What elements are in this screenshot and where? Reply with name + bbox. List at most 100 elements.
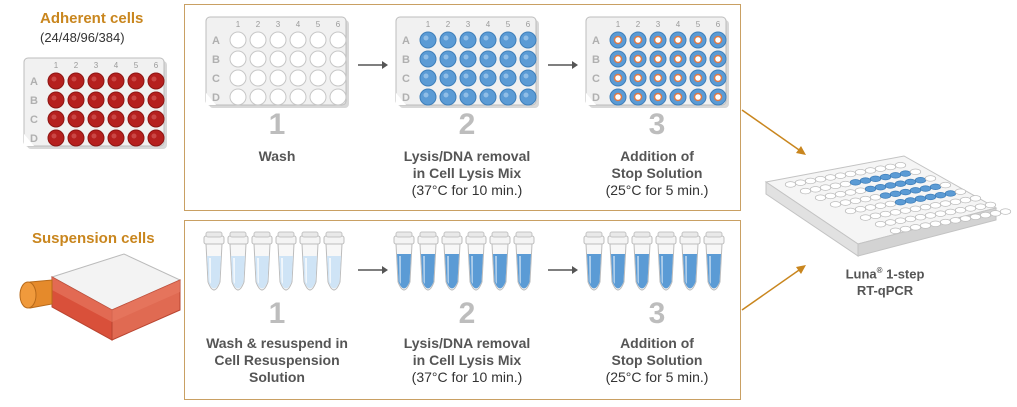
pcr-tube (323, 231, 345, 291)
column-label: 1 (54, 61, 59, 70)
well (289, 69, 307, 87)
column-label: 5 (696, 20, 701, 29)
row-label: D (212, 92, 220, 104)
well (419, 31, 437, 49)
well (904, 178, 917, 186)
well (419, 69, 437, 87)
well (309, 88, 327, 106)
arrow-icon (548, 266, 578, 274)
well (107, 72, 125, 90)
row-label: C (30, 114, 38, 126)
column-label: 3 (466, 20, 471, 29)
well (944, 190, 957, 197)
suspension-workflow-panel (184, 220, 741, 400)
well (884, 219, 897, 226)
row-label: B (212, 54, 220, 66)
well (829, 182, 842, 190)
well (879, 210, 892, 218)
well (944, 208, 957, 216)
well (229, 88, 247, 106)
adherent-step-1-label: Wash (258, 148, 296, 164)
well (439, 88, 457, 106)
well (459, 69, 477, 87)
column-label: 4 (676, 20, 681, 29)
well (909, 224, 922, 231)
pcr-tube (251, 231, 273, 291)
well (67, 91, 85, 109)
column-label: 6 (154, 61, 159, 70)
well (309, 31, 327, 49)
well (854, 205, 867, 213)
well (894, 198, 907, 206)
pcr-tube (441, 231, 463, 291)
well (107, 91, 125, 109)
well (147, 91, 165, 109)
well (814, 175, 827, 183)
well (809, 186, 822, 193)
pcr-tube (679, 231, 701, 291)
well (499, 31, 517, 49)
pcr-tube (583, 231, 605, 291)
well (819, 184, 832, 191)
well (87, 129, 105, 147)
arrow-to-qpcr-icon (741, 109, 806, 155)
well (519, 31, 537, 49)
suspension-step-1-label: Wash & resuspend in Cell Resuspension So… (206, 335, 348, 385)
well (784, 181, 797, 188)
wash-tube-strip (203, 231, 345, 291)
well (949, 198, 962, 206)
well (47, 72, 65, 90)
well (439, 31, 457, 49)
well (67, 72, 85, 90)
well (229, 31, 247, 49)
well (919, 222, 932, 229)
well (107, 110, 125, 128)
pcr-tube (465, 231, 487, 291)
row-label: B (402, 54, 410, 66)
adherent-step-2-number: 2 (458, 108, 476, 141)
well (834, 190, 847, 198)
well (419, 50, 437, 68)
pcr-tube (631, 231, 653, 291)
well (844, 170, 857, 178)
well (864, 167, 877, 174)
well (839, 199, 852, 206)
row-label: D (592, 92, 600, 104)
well (914, 213, 927, 221)
well (87, 72, 105, 90)
well (479, 50, 497, 68)
well (844, 189, 857, 196)
well (839, 180, 852, 188)
column-label: 4 (486, 20, 491, 29)
well (939, 181, 952, 189)
well (899, 170, 912, 177)
well (999, 208, 1012, 215)
pcr-tube (703, 231, 725, 291)
pcr-tube (203, 231, 225, 291)
well (934, 210, 947, 217)
well (499, 88, 517, 106)
well (47, 129, 65, 147)
well (854, 187, 867, 194)
well (959, 215, 972, 222)
lysis-tube-strip (393, 231, 535, 291)
well (269, 88, 287, 106)
well (499, 50, 517, 68)
well (904, 197, 917, 204)
well (869, 212, 882, 220)
well (47, 110, 65, 128)
well (519, 88, 537, 106)
pcr-tube (607, 231, 629, 291)
pcr-tube (655, 231, 677, 291)
well (899, 207, 912, 214)
well (884, 182, 897, 189)
well (479, 31, 497, 49)
column-label: 1 (236, 20, 241, 29)
well (874, 165, 887, 172)
well (959, 196, 972, 204)
suspension-step-3-number: 3 (648, 297, 666, 330)
column-label: 2 (256, 20, 261, 29)
